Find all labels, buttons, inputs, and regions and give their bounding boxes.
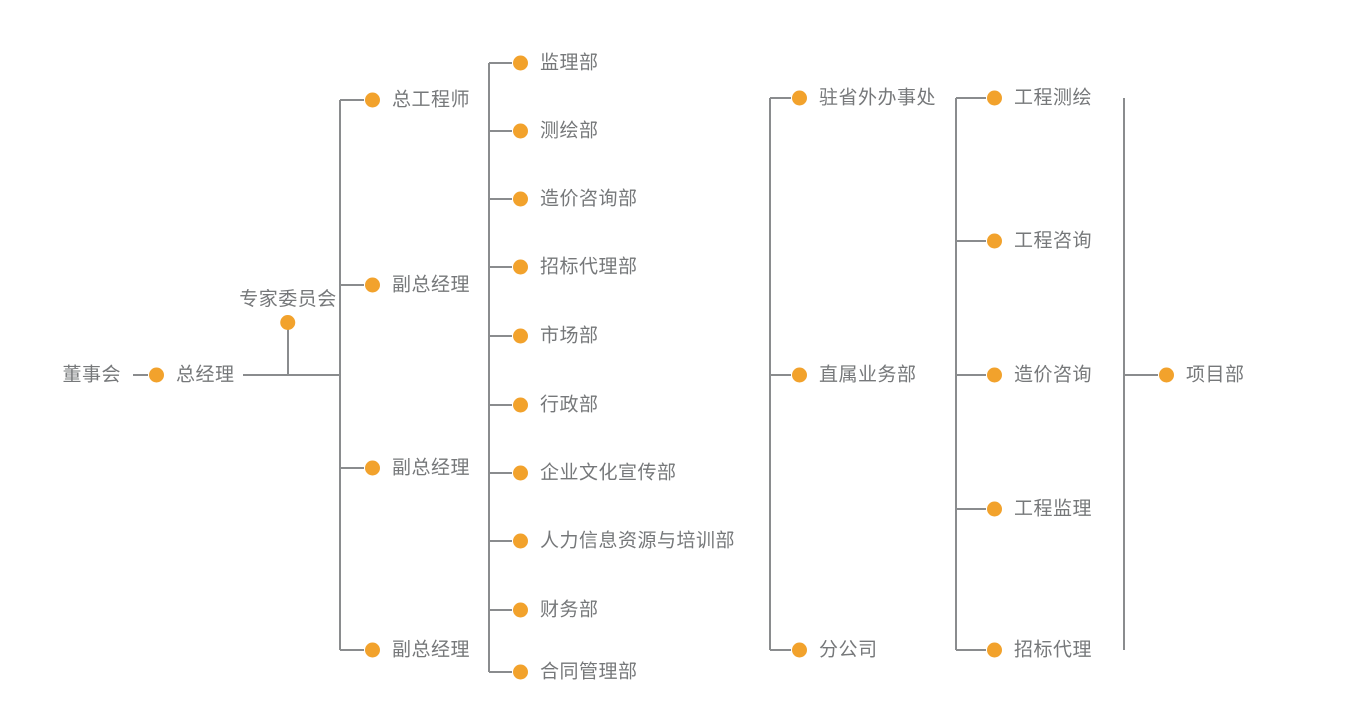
node-dot-icon	[149, 367, 164, 383]
node-dept-5-label: 市场部	[540, 325, 599, 347]
node-dot-icon	[365, 642, 380, 658]
node-deputy-gm-1-label: 副总经理	[392, 274, 471, 296]
node-dot-icon	[987, 642, 1002, 658]
node-deputy-gm-2[interactable]: 副总经理	[365, 459, 470, 478]
node-dept-3-label: 造价咨询部	[540, 188, 638, 210]
node-dot-icon	[513, 123, 528, 139]
node-unit-3[interactable]: 分公司	[792, 641, 878, 660]
node-dot-icon	[513, 55, 528, 71]
node-dept-4[interactable]: 招标代理部	[513, 258, 638, 277]
node-unit-2[interactable]: 直属业务部	[792, 366, 917, 385]
node-expert-committee-label: 专家委员会	[239, 289, 337, 310]
node-dept-9-label: 财务部	[540, 599, 599, 621]
node-general-manager[interactable]: 总经理	[149, 366, 235, 385]
node-service-3[interactable]: 造价咨询	[987, 366, 1092, 385]
node-service-3-label: 造价咨询	[1014, 364, 1093, 386]
node-dot-icon	[513, 664, 528, 680]
node-service-1[interactable]: 工程测绘	[987, 89, 1092, 108]
node-dept-7[interactable]: 企业文化宣传部	[513, 464, 677, 483]
node-unit-1-label: 驻省外办事处	[819, 87, 937, 109]
node-dept-6[interactable]: 行政部	[513, 396, 599, 415]
node-deputy-gm-3-label: 副总经理	[392, 639, 471, 661]
node-deputy-gm-3[interactable]: 副总经理	[365, 641, 470, 660]
node-service-4-label: 工程监理	[1014, 498, 1093, 520]
node-dot-icon	[987, 367, 1002, 383]
node-chief-engineer[interactable]: 总工程师	[365, 91, 470, 110]
node-dot-icon	[280, 315, 296, 330]
node-dot-icon	[365, 277, 380, 293]
node-dept-10[interactable]: 合同管理部	[513, 663, 638, 682]
node-dot-icon	[513, 328, 528, 344]
node-dot-icon	[513, 259, 528, 275]
node-dot-icon	[792, 367, 807, 383]
node-service-2-label: 工程咨询	[1014, 230, 1093, 252]
node-dot-icon	[987, 90, 1002, 106]
node-dept-10-label: 合同管理部	[540, 661, 638, 683]
node-dept-8[interactable]: 人力信息资源与培训部	[513, 532, 735, 551]
node-board[interactable]: 董事会	[62, 366, 133, 385]
node-dept-3[interactable]: 造价咨询部	[513, 190, 638, 209]
node-deputy-gm-2-label: 副总经理	[392, 457, 471, 479]
node-dot-icon	[987, 501, 1002, 517]
node-project-dept-label: 项目部	[1186, 364, 1245, 386]
node-dot-icon	[365, 460, 380, 476]
node-general-manager-label: 总经理	[176, 364, 235, 386]
node-dot-icon	[513, 602, 528, 618]
node-dot-icon	[513, 465, 528, 481]
node-dot-icon	[792, 642, 807, 658]
node-unit-2-label: 直属业务部	[819, 364, 917, 386]
node-chief-engineer-label: 总工程师	[392, 89, 471, 111]
node-dept-6-label: 行政部	[540, 394, 599, 416]
node-expert-committee[interactable]: 专家委员会	[239, 290, 337, 330]
node-dot-icon	[1159, 367, 1174, 383]
node-board-label: 董事会	[62, 364, 121, 386]
node-service-4[interactable]: 工程监理	[987, 500, 1092, 519]
node-project-dept[interactable]: 项目部	[1159, 366, 1245, 385]
node-dept-8-label: 人力信息资源与培训部	[540, 530, 736, 552]
node-unit-3-label: 分公司	[819, 639, 878, 661]
node-dept-2[interactable]: 测绘部	[513, 122, 599, 141]
node-service-2[interactable]: 工程咨询	[987, 232, 1092, 251]
node-dept-2-label: 测绘部	[540, 120, 599, 142]
node-dept-5[interactable]: 市场部	[513, 327, 599, 346]
node-dept-7-label: 企业文化宣传部	[540, 462, 677, 484]
node-dot-icon	[513, 397, 528, 413]
node-service-5[interactable]: 招标代理	[987, 641, 1092, 660]
node-dept-1-label: 监理部	[540, 52, 599, 74]
node-dept-4-label: 招标代理部	[540, 256, 638, 278]
node-dot-icon	[365, 92, 380, 108]
node-dept-1[interactable]: 监理部	[513, 54, 599, 73]
node-dept-9[interactable]: 财务部	[513, 601, 599, 620]
node-dot-icon	[513, 191, 528, 207]
node-deputy-gm-1[interactable]: 副总经理	[365, 276, 470, 295]
node-unit-1[interactable]: 驻省外办事处	[792, 89, 936, 108]
node-dot-icon	[513, 533, 528, 549]
node-dot-icon	[792, 90, 807, 106]
node-service-1-label: 工程测绘	[1014, 87, 1093, 109]
node-dot-icon	[987, 233, 1002, 249]
node-service-5-label: 招标代理	[1014, 639, 1093, 661]
